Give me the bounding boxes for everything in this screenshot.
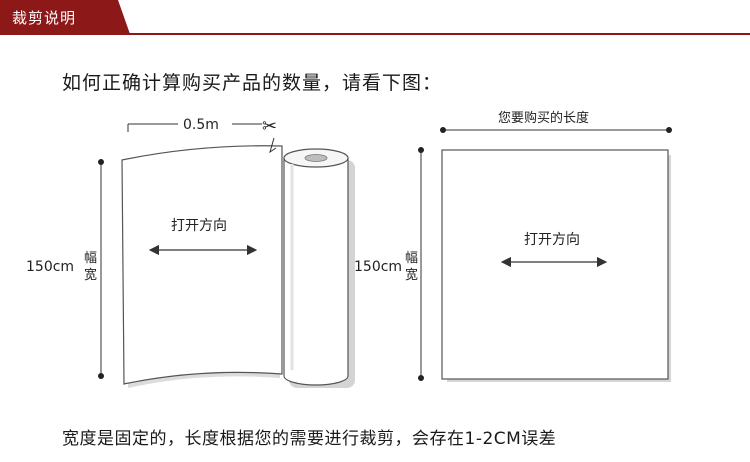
right-open-direction: 打开方向 (500, 231, 608, 268)
fabric-roll-core (304, 154, 328, 162)
fabric-piece-figure (441, 149, 671, 382)
left-width-value: 150cm (26, 259, 74, 275)
right-top-dimension: 您要购买的长度 (440, 110, 672, 133)
right-width-value: 150cm (354, 259, 402, 275)
question-text: 如何正确计算购买产品的数量，请看下图： (62, 72, 443, 94)
footer-note: 宽度是固定的，长度根据您的需要进行裁剪，会存在1-2CM误差 (62, 429, 557, 449)
header-tab (0, 0, 130, 34)
left-open-direction-label: 打开方向 (171, 217, 227, 234)
left-top-dimension: 0.5m ✂ (127, 116, 277, 154)
right-width-label-2: 宽 (405, 267, 418, 283)
fabric-roll (283, 158, 349, 386)
fabric-roll-figure (121, 145, 355, 388)
right-width-dimension: 150cm 幅 宽 (354, 147, 424, 381)
right-width-label-1: 幅 (405, 251, 418, 266)
fabric-piece (441, 149, 669, 380)
header-rule (0, 33, 750, 35)
right-open-direction-label: 打开方向 (524, 231, 580, 248)
right-top-dimension-label: 您要购买的长度 (498, 110, 589, 126)
left-width-label-1: 幅 (84, 251, 97, 266)
scissors-icon: ✂ (262, 116, 277, 137)
left-width-dimension: 150cm 幅 宽 (26, 159, 104, 379)
left-width-label-2: 宽 (84, 267, 97, 283)
fabric-sheet (121, 145, 283, 385)
cut-line (269, 137, 277, 154)
left-open-direction: 打开方向 (148, 217, 258, 256)
left-top-dimension-label: 0.5m (183, 117, 219, 133)
header-title: 裁剪说明 (12, 9, 77, 27)
